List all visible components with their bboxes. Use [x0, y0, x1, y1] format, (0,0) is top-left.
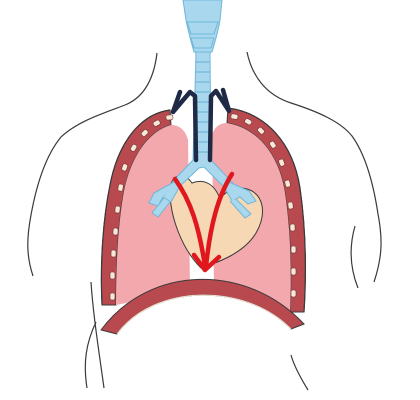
left-waist-line [84, 321, 97, 389]
left-lung [116, 125, 190, 305]
dark-arrow-icon [170, 89, 199, 163]
airflow-arrows [170, 87, 235, 273]
lungs [100, 107, 307, 313]
red-arrow-icon [172, 176, 208, 269]
pleura-ticks [109, 113, 297, 301]
larynx [182, 0, 223, 53]
left-arm-line [90, 281, 105, 389]
right-waist-line [290, 354, 309, 391]
right-torso-line [246, 51, 382, 283]
right-arm-line [350, 225, 359, 289]
left-lung-outline [100, 109, 171, 306]
torso-outline [27, 51, 382, 391]
right-lower-bronchus [229, 198, 252, 219]
red-arrow-icon-right [203, 171, 235, 270]
right-bronchus-branch [228, 181, 257, 205]
diaphragm [100, 278, 305, 335]
diaphragm-inner-line [116, 294, 292, 335]
left-torso-line [27, 52, 158, 277]
right-lung-outline [227, 107, 307, 313]
red-arrow-head-icon [191, 252, 222, 273]
left-lower-bronchus [151, 197, 171, 218]
dark-arrow-icon-right [207, 87, 232, 163]
